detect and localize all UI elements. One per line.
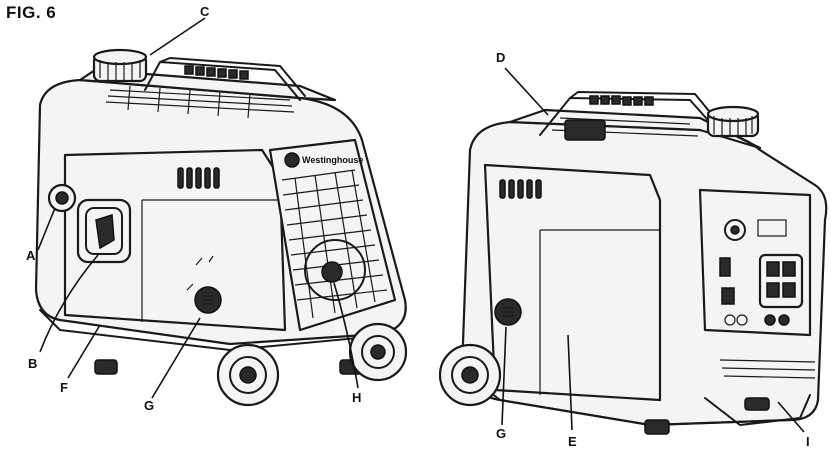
callout-h: H (352, 390, 361, 405)
callout-f: F (60, 380, 68, 395)
right-generator (440, 92, 826, 434)
eco-switch (720, 258, 730, 276)
right-fuel-cap (708, 107, 758, 136)
brand-logo-text: Westinghouse (302, 155, 363, 165)
callout-c: C (200, 4, 210, 19)
right-wheel (440, 345, 500, 405)
left-fuel-valve-knob (195, 287, 221, 313)
callout-i: I (806, 434, 810, 449)
left-recoil-handle (78, 200, 130, 262)
right-fuel-valve-knob (495, 299, 521, 325)
right-side-panel (485, 165, 660, 400)
left-brand-logo: Westinghouse (285, 153, 363, 167)
callout-e: E (568, 434, 577, 449)
left-rear-wheel (350, 324, 406, 380)
left-front-wheel (218, 345, 278, 405)
left-fuel-cap (94, 50, 146, 81)
callout-b: B (28, 356, 37, 371)
usb-port (722, 288, 734, 304)
leader-c (150, 18, 205, 55)
right-handle-grip (590, 96, 653, 105)
callout-g-right: G (496, 426, 506, 441)
leader-d (505, 68, 548, 115)
callout-a: A (26, 248, 36, 263)
callout-d: D (496, 50, 505, 65)
left-choke-knob (49, 185, 75, 211)
callout-g-left: G (144, 398, 154, 413)
right-top-control (565, 120, 605, 140)
